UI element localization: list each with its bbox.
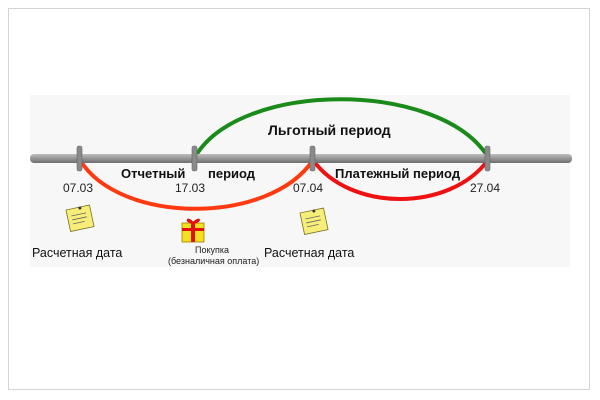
payment-period-arc <box>311 158 490 201</box>
grace-period-arc <box>193 97 490 159</box>
image-frame <box>8 8 590 390</box>
date-label: 27.04 <box>470 181 501 195</box>
reporting-period-label-part2: период <box>208 166 256 181</box>
tick-07-04 <box>309 145 316 172</box>
reporting-period-label-part1: Отчетный <box>121 166 186 181</box>
timeline-bar <box>30 154 572 163</box>
payment-period-label: Платежный период <box>335 166 461 181</box>
statement-date-label: Расчетная дата <box>264 246 355 260</box>
purchase-label-line2: (безналичная оплата) <box>168 256 260 266</box>
gift-icon <box>181 218 205 243</box>
date-label: 17.03 <box>175 181 206 195</box>
diagram-background <box>30 95 570 267</box>
note-icon <box>65 204 95 232</box>
statement-date-label: Расчетная дата <box>32 246 123 260</box>
purchase-label: Покупка (безналичная оплата) <box>168 245 260 267</box>
grace-period-label: Льготный период <box>268 122 391 138</box>
tick-17-03 <box>191 145 198 172</box>
date-label: 07.03 <box>63 181 94 195</box>
tick-27-04 <box>484 145 491 172</box>
note-icon <box>299 207 329 235</box>
tick-07-03 <box>76 145 83 172</box>
reporting-period-arc <box>78 158 315 211</box>
purchase-label-line1: Покупка <box>194 245 230 255</box>
timeline-ticks <box>76 145 491 172</box>
date-label: 07.04 <box>293 181 324 195</box>
